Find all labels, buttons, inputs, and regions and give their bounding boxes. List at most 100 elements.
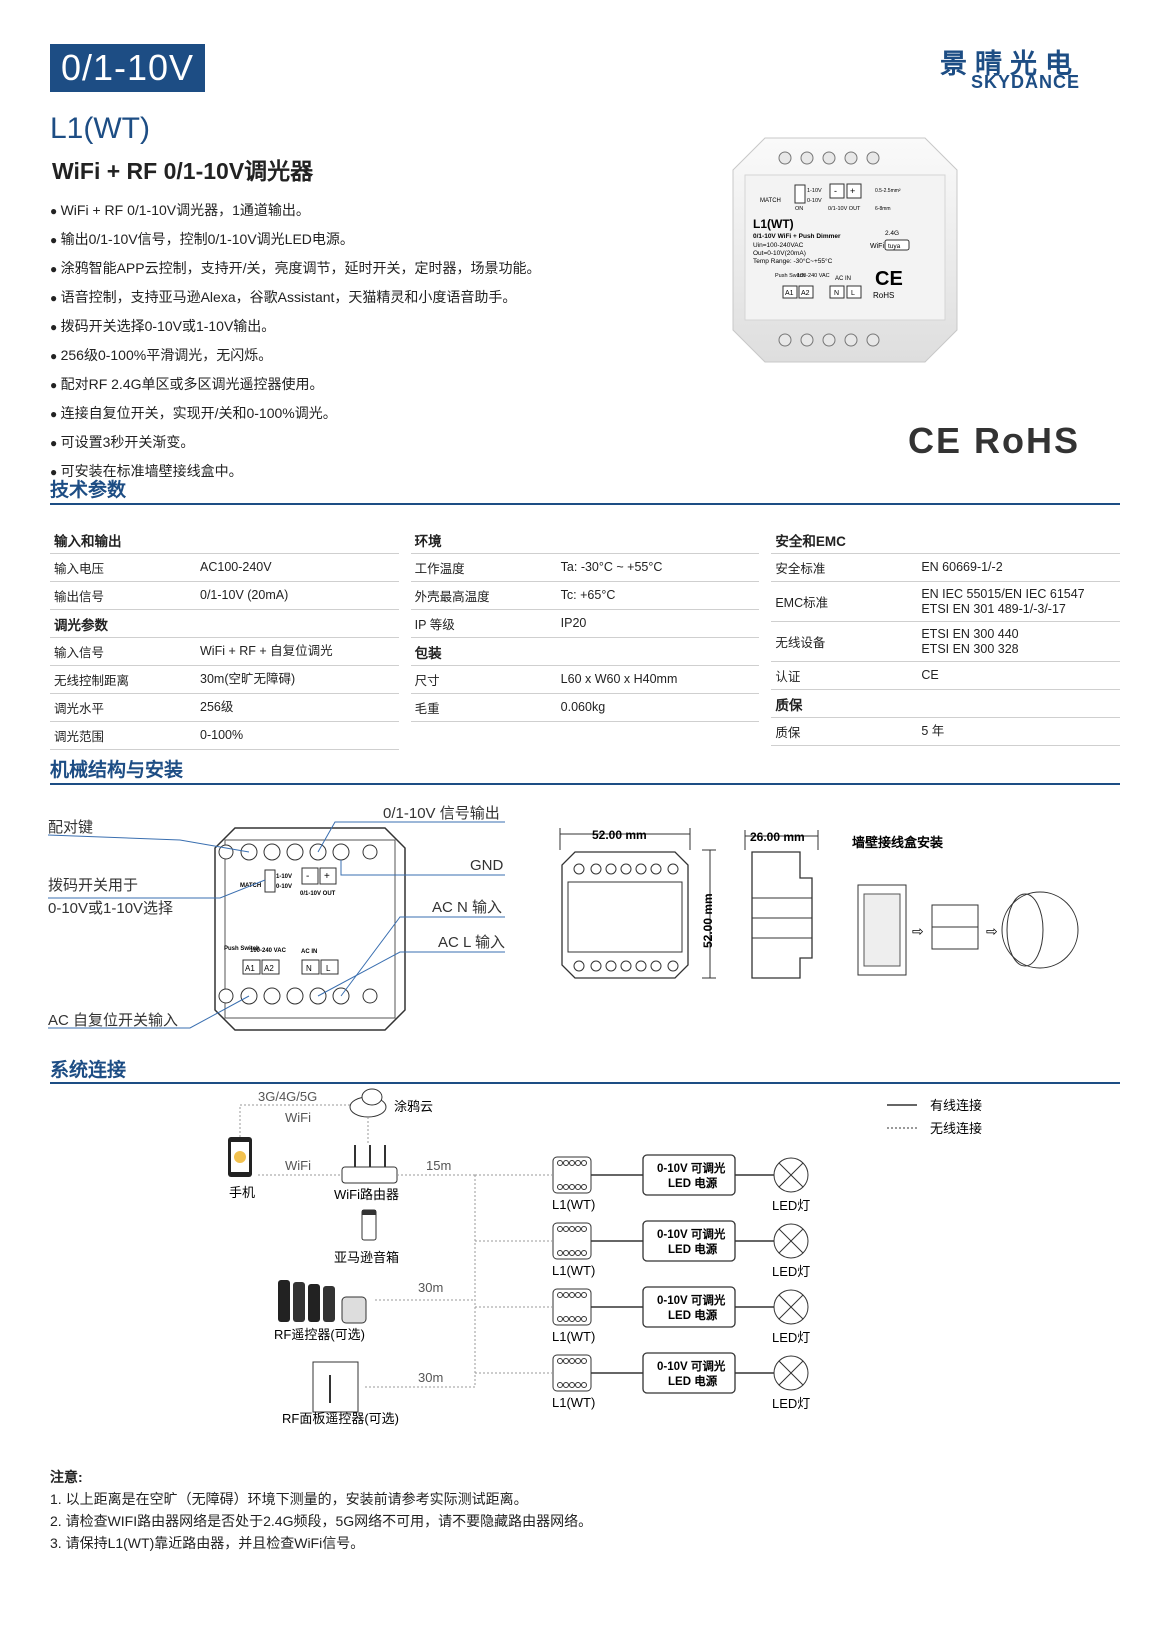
wifi-label-2: WiFi (285, 1158, 311, 1173)
device-label-model: L1(WT) (753, 217, 794, 231)
device-label-ce: CE (875, 268, 903, 290)
feature-item: WiFi + RF 0/1-10V调光器，1通道输出。 (50, 196, 690, 225)
svg-text:-: - (306, 871, 309, 882)
brand-name-en: SKYDANCE (970, 72, 1080, 92)
specs-key: EMC标准 (775, 596, 829, 610)
specs-group-header: 质保 (771, 690, 1121, 718)
specs-value: 5 年 (921, 724, 945, 738)
device-label-strip: 6-8mm (875, 206, 891, 212)
mech-diagram: MATCH 1-10V 0-10V - + 0/1-10V OUT Push S… (47, 805, 1079, 1031)
mech-dev-acin: AC IN (301, 949, 317, 955)
device-label-wifi: WiFi (870, 243, 884, 250)
led-label: LED灯 (772, 1330, 810, 1345)
remote-label: RF遥控器(可选) (274, 1327, 365, 1342)
brand-name-cn: 景晴光电 (940, 49, 1080, 79)
specs-key: 安全标准 (775, 562, 826, 576)
feature-item: 可安装在标准墙壁接线盒中。 (50, 457, 690, 486)
specs-value: Ta: -30°C ~ +55°C (560, 560, 663, 574)
mech-dev-push: Push Switch (224, 946, 260, 952)
driver-label-1: 0-10V 可调光 (657, 1359, 726, 1373)
specs-value: CE (921, 668, 939, 682)
specs-key: 输出信号 (54, 590, 105, 604)
specs-row: IP 等级 IP20 (410, 610, 760, 638)
feature-item: 可设置3秒开关渐变。 (50, 428, 690, 457)
device-label-out: 0/1-10V OUT (828, 206, 861, 212)
wifi-label-1: WiFi (285, 1110, 311, 1125)
specs-key: 调光水平 (54, 702, 105, 716)
cert-mark: CE RoHS (907, 420, 1080, 461)
device-label-match: MATCH (760, 198, 781, 204)
mech-dev-a1: A1 (245, 964, 255, 973)
specs-value: Tc: +65°C (560, 588, 616, 602)
net-label: 3G/4G/5G (258, 1089, 317, 1104)
notes-heading: 注意: (50, 1469, 83, 1485)
specs-group-header: 输入和输出 (50, 526, 399, 554)
mech-dev-a2: A2 (264, 964, 274, 973)
specs-key: 质保 (775, 697, 803, 713)
specs-key: 环境 (414, 533, 442, 549)
driver-label-1: 0-10V 可调光 (657, 1227, 726, 1241)
specs-key: 调光参数 (54, 617, 108, 633)
distance-30m-b: 30m (418, 1370, 443, 1385)
panel-remote-icon (312, 1361, 359, 1413)
feature-list: WiFi + RF 0/1-10V调光器，1通道输出。 输出0/1-10V信号，… (50, 196, 690, 486)
specs-key: 安全和EMC (775, 533, 846, 549)
device-label-l: L (851, 290, 855, 297)
unit-label: L1(WT) (552, 1395, 595, 1410)
led-label: LED灯 (772, 1396, 810, 1411)
mech-dev-out: 0/1-10V OUT (300, 891, 336, 897)
legend-wired: 有线连接 (930, 1098, 982, 1113)
specs-group-header: 安全和EMC (771, 526, 1121, 554)
divider (50, 1082, 1120, 1084)
note-item: 3. 请保持L1(WT)靠近路由器，并且检查WiFi信号。 (50, 1535, 365, 1551)
product-title: WiFi + RF 0/1-10V调光器 (52, 158, 314, 184)
speaker-label: 亚马逊音箱 (334, 1250, 399, 1265)
mech-heading: 机械结构与安装 (50, 760, 184, 781)
specs-key: 无线控制距离 (54, 674, 130, 688)
specs-key: 质保 (775, 726, 801, 740)
specs-value: L60 x W60 x H40mm (560, 672, 678, 686)
device-label-push: Push Switch (775, 273, 805, 279)
device-label-a1: A1 (785, 290, 794, 297)
specs-key: 无线设备 (775, 636, 826, 650)
divider (50, 783, 1120, 785)
device-label-a2: A2 (801, 290, 810, 297)
specs-heading: 技术参数 (50, 480, 127, 501)
device-label-ghz: 2.4G (885, 230, 899, 237)
cloud-icon (349, 1088, 387, 1118)
dim-depth: 26.00 mm (750, 830, 805, 844)
phone-label: 手机 (229, 1185, 255, 1200)
note-item: 2. 请检查WIFI路由器网络是否处于2.4G频段，5G网络不可用，请不要隐藏路… (50, 1513, 593, 1529)
specs-value: WiFi + RF + 自复位调光 (200, 644, 333, 658)
specs-value: IP20 (560, 616, 587, 630)
device-label-sw1: 1-10V (807, 188, 822, 194)
product-photo: MATCH 1-10V 0-10V ON - + 0/1-10V OUT 0.5… (732, 137, 958, 363)
specs-group-header: 包装 (410, 638, 760, 666)
device-label-outv: Out=0-10V(20mA) (753, 250, 806, 257)
feature-item: 配对RF 2.4G单区或多区调光遥控器使用。 (50, 370, 690, 399)
feature-item: 语音控制，支持亚马逊Alexa，谷歌Assistant，天猫精灵和小度语音助手。 (50, 283, 690, 312)
label-out: 0/1-10V 信号输出 (383, 805, 500, 822)
specs-key: IP 等级 (414, 618, 455, 632)
specs-key: 输入电压 (54, 562, 105, 576)
label-ac-push: AC 自复位开关输入 (48, 1011, 178, 1029)
driver-label-2: LED 电源 (668, 1374, 718, 1388)
svg-text:+: + (324, 871, 330, 882)
device-label-sw2: 0-10V (807, 198, 822, 204)
note-item: 1. 以上距离是在空旷（无障碍）环境下测量的，安装前请参考实际测试距离。 (50, 1491, 528, 1507)
mech-dev-sw2: 0-10V (276, 884, 292, 890)
specs-value: 256级 (200, 700, 234, 714)
